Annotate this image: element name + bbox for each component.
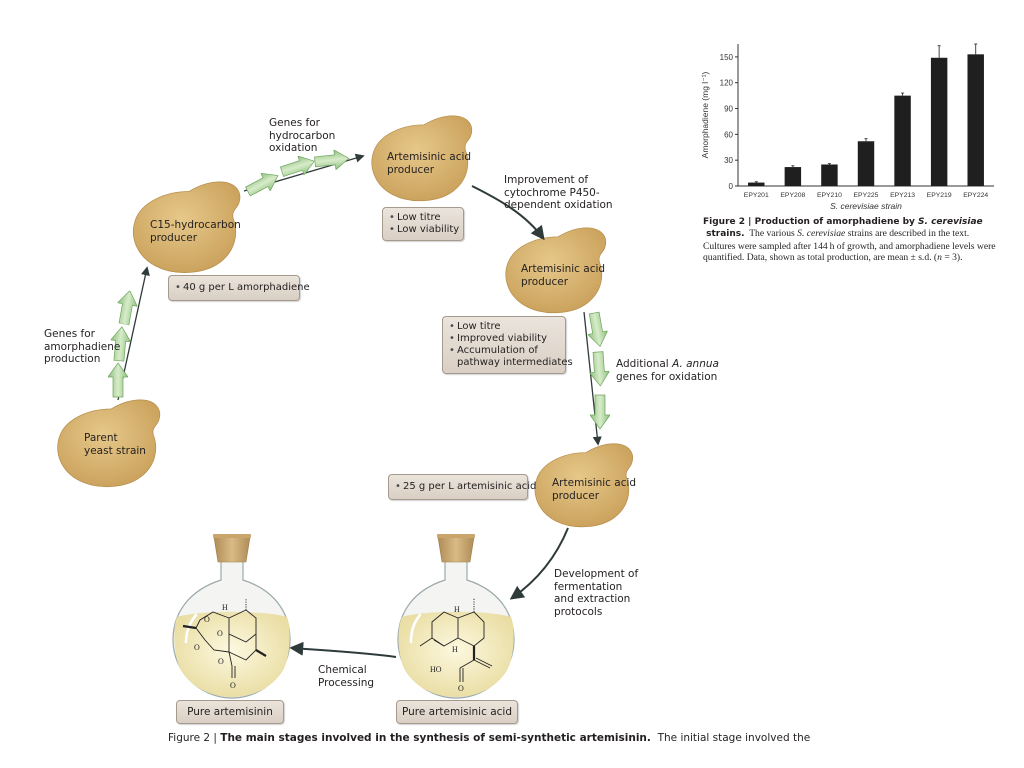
label-hydrocarbon-oxidation: Genes for hydrocarbon oxidation xyxy=(269,117,336,154)
atom-o-lactone: O xyxy=(218,657,224,666)
chart-bar-epy201 xyxy=(748,182,765,186)
atom-ho: HO xyxy=(430,665,442,674)
chart-bar-epy225 xyxy=(857,141,875,186)
atom-o-peroxide-2: O xyxy=(217,629,223,638)
chart-x-tick-label: EPY210 xyxy=(817,192,842,199)
chart-y-tick-label: 0 xyxy=(729,182,734,191)
atom-h-artemisinin: H xyxy=(222,603,228,612)
atom-o-peroxide-1: O xyxy=(204,615,210,624)
artemisinic-acid-molecule xyxy=(419,598,493,682)
chart-caption: Figure 2 | Production of amorphadiene by… xyxy=(703,217,996,264)
chart-x-tick-label: EPY225 xyxy=(854,192,879,199)
figure-caption: Figure 2 | The main stages involved in t… xyxy=(168,732,811,744)
label-p450: Improvement of cytochrome P450- dependen… xyxy=(504,174,613,211)
chart-y-label: Amorphadiene (mg l⁻¹) xyxy=(700,71,710,158)
gene-arrows-hydrocarbon-oxidation xyxy=(242,148,365,201)
cell-label-aap3: Artemisinic acid producer xyxy=(552,477,637,502)
atom-o-ether: O xyxy=(194,643,200,652)
chart-x-label: S. cerevisiae strain xyxy=(830,201,902,211)
label-chemical-processing: Chemical Processing xyxy=(318,664,375,689)
atom-o-carbonyl: O xyxy=(230,681,236,690)
chart-bar-epy210 xyxy=(821,164,838,186)
note-aap1: Low titreLow viability xyxy=(382,207,464,241)
chart-bar-epy213 xyxy=(894,95,911,186)
arrow-fermentation xyxy=(509,527,569,600)
chart-y-tick-label: 60 xyxy=(724,130,733,139)
atom-o-acid: O xyxy=(458,684,464,693)
chart-x-tick-label: EPY213 xyxy=(890,192,915,199)
chart-bar-epy224 xyxy=(967,54,984,186)
chart-y-tick-label: 90 xyxy=(724,105,733,114)
chart-x-tick-label: EPY201 xyxy=(744,192,769,199)
artemisinin-molecule xyxy=(182,598,267,678)
note-c15: 40 g per L amorphadiene xyxy=(168,275,310,301)
atom-h-top: H xyxy=(454,605,460,614)
cell-label-c15: C15-hydrocarbon producer xyxy=(150,219,241,244)
gene-arrows-annua-oxidation xyxy=(583,310,611,446)
chart-x-tick-label: EPY224 xyxy=(963,192,988,199)
arrow-p450-improvement xyxy=(471,185,545,241)
chart-y-tick-label: 120 xyxy=(720,79,734,88)
flask-label-artemisinic-acid: Pure artemisinic acid xyxy=(396,700,518,724)
chart-bars xyxy=(748,43,984,186)
atom-h-bottom: H xyxy=(452,645,458,654)
flask-artemisinin: H O O O O O xyxy=(172,534,291,699)
chart-y-tick-label: 30 xyxy=(724,156,733,165)
note-aap3: 25 g per L artemisinic acid xyxy=(388,474,536,500)
cell-label-aap1: Artemisinic acid producer xyxy=(387,151,472,176)
chart-x-tick-label: EPY219 xyxy=(927,192,952,199)
flask-artemisinic-acid: H H HO O xyxy=(397,534,515,699)
chart-x-tick-label: EPY208 xyxy=(780,192,805,199)
label-amorphadiene-genes: Genes for amorphadiene production xyxy=(44,328,121,365)
arrow-chemical-processing xyxy=(289,641,397,658)
note-aap2: Low titre Improved viability Accumulatio… xyxy=(442,316,573,374)
cell-label-parent: Parent yeast strain xyxy=(84,432,146,457)
gene-arrows-amorphadiene xyxy=(108,266,150,401)
flask-label-artemisinin: Pure artemisinin xyxy=(176,700,284,724)
chart-y-tick-label: 150 xyxy=(720,53,734,62)
cell-label-aap2: Artemisinic acid producer xyxy=(521,263,606,288)
chart-bar-epy219 xyxy=(930,57,948,186)
label-annua-genes: Additional A. annua genes for oxidation xyxy=(616,358,719,383)
label-fermentation: Development of fermentation and extracti… xyxy=(554,568,639,618)
chart-bar-epy208 xyxy=(784,167,802,186)
